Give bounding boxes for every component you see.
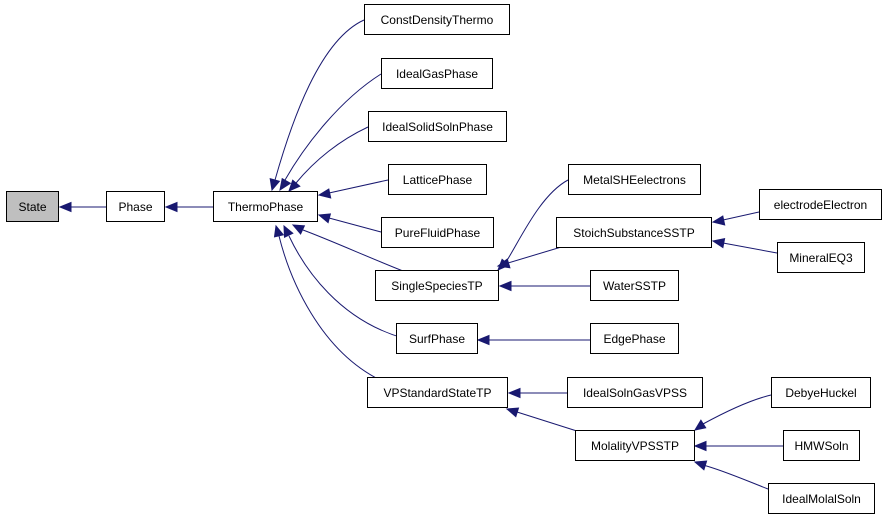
node-debye-huckel[interactable]: DebyeHuckel bbox=[771, 377, 871, 408]
node-lattice-phase[interactable]: LatticePhase bbox=[388, 164, 487, 195]
node-surf-phase[interactable]: SurfPhase bbox=[396, 323, 478, 354]
edge-surfphase-to-thermophase bbox=[288, 235, 404, 339]
node-electrode-electron[interactable]: electrodeElectron bbox=[759, 189, 882, 220]
node-ideal-soln-gas-vpss[interactable]: IdealSolnGasVPSS bbox=[567, 377, 703, 408]
edge-idealmolalsoln-to-molalityvpsstp bbox=[702, 464, 769, 490]
arrowhead-molalityvpsstp-1 bbox=[693, 419, 707, 431]
node-state[interactable]: State bbox=[6, 191, 59, 222]
arrowhead-thermophase-6 bbox=[291, 224, 306, 235]
arrowhead-singlespeciestp-2 bbox=[496, 258, 511, 269]
edge-molalityvpsstp-to-vpstandardstatetp bbox=[516, 411, 581, 433]
node-molality-vpsstp[interactable]: MolalityVPSSTP bbox=[575, 430, 695, 461]
arrowhead-state bbox=[58, 201, 72, 213]
arrowhead-stoichsubstancesstp-2 bbox=[711, 237, 726, 249]
node-edge-phase[interactable]: EdgePhase bbox=[590, 323, 679, 354]
arrowhead-surfphase bbox=[476, 334, 490, 346]
node-single-species-tp[interactable]: SingleSpeciesTP bbox=[375, 270, 499, 301]
edge-metalsheelectrons-to-singlespeciestp bbox=[505, 179, 569, 263]
arrowhead-thermophase-4 bbox=[317, 188, 332, 199]
arrowhead-thermophase-5 bbox=[317, 213, 332, 224]
edge-singlespeciestp-to-thermophase bbox=[302, 229, 404, 272]
node-ideal-solid-soln-phase[interactable]: IdealSolidSolnPhase bbox=[368, 111, 507, 142]
edge-stoichsubstancesstp-to-singlespeciestp bbox=[507, 244, 569, 264]
arrowhead-molalityvpsstp-2 bbox=[693, 440, 707, 452]
node-stoich-substance-sstp[interactable]: StoichSubstanceSSTP bbox=[556, 217, 712, 248]
edge-idealsolidsolnphase-to-thermophase bbox=[295, 126, 369, 184]
arrowhead-thermophase-2 bbox=[279, 177, 292, 192]
node-metal-she-electrons[interactable]: MetalSHEelectrons bbox=[568, 164, 701, 195]
edge-idealgasphase-to-thermophase bbox=[284, 73, 382, 181]
arrowhead-molalityvpsstp-3 bbox=[693, 460, 708, 471]
edge-latticephase-to-thermophase bbox=[328, 179, 389, 194]
arrowhead-vpstandardstatetp-1 bbox=[507, 387, 521, 399]
edge-debyehuckel-to-molalityvpsstp bbox=[702, 394, 772, 425]
arrowhead-stoichsubstancesstp-1 bbox=[711, 215, 726, 226]
arrowhead-thermophase-7 bbox=[283, 224, 294, 238]
node-vp-standard-state-tp[interactable]: VPStandardStateTP bbox=[367, 377, 508, 408]
node-hmw-soln[interactable]: HMWSoln bbox=[783, 430, 860, 461]
edge-constdensitythermo-to-thermophase bbox=[274, 19, 365, 181]
node-mineral-eq3[interactable]: MineralEQ3 bbox=[777, 242, 865, 273]
node-water-sstp[interactable]: WaterSSTP bbox=[590, 270, 679, 301]
edge-mineraleq3-to-stoichsubstancesstp bbox=[722, 242, 778, 254]
node-ideal-gas-phase[interactable]: IdealGasPhase bbox=[381, 58, 493, 89]
node-thermo-phase[interactable]: ThermoPhase bbox=[213, 191, 318, 222]
arrowhead-thermophase-8 bbox=[273, 224, 285, 238]
edge-purefluidphase-to-thermophase bbox=[328, 217, 382, 233]
arrowhead-vpstandardstatetp-2 bbox=[505, 407, 520, 418]
arrowhead-singlespeciestp-3 bbox=[498, 280, 512, 292]
node-pure-fluid-phase[interactable]: PureFluidPhase bbox=[381, 217, 494, 248]
node-const-density-thermo[interactable]: ConstDensityThermo bbox=[364, 4, 510, 35]
arrowhead-phase bbox=[164, 201, 178, 213]
edge-electrodeelectron-to-stoichsubstancesstp bbox=[722, 211, 760, 221]
node-ideal-molal-soln[interactable]: IdealMolalSoln bbox=[768, 483, 875, 514]
node-phase[interactable]: Phase bbox=[106, 191, 165, 222]
arrowhead-thermophase-1 bbox=[269, 178, 281, 192]
edge-vpstandardstatetp-to-thermophase bbox=[278, 235, 381, 381]
inheritance-edges bbox=[58, 19, 783, 490]
arrowhead-thermophase-3 bbox=[288, 179, 301, 192]
